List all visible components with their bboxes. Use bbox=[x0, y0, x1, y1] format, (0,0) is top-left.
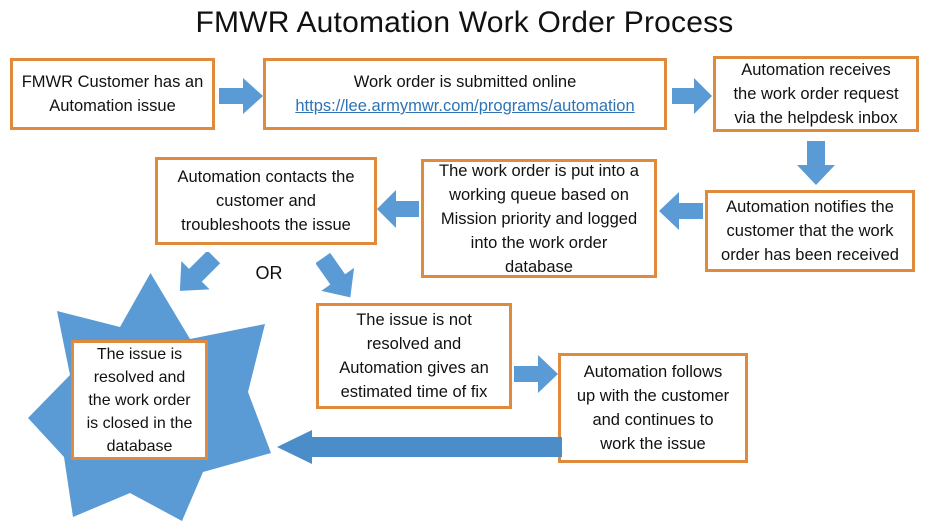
node-customer-issue: FMWR Customer has an Automation issue bbox=[10, 58, 215, 130]
node-customer-issue-line2: Automation issue bbox=[49, 97, 176, 115]
arrow-down-right-icon-contacts-to-notresolved bbox=[316, 252, 362, 300]
node-issue-not-resolved: The issue is not resolved and Automation… bbox=[316, 303, 512, 409]
node-helpdesk-inbox-line2: the work order request bbox=[733, 85, 899, 103]
arrow-down-icon-helpdesk-to-notify bbox=[797, 141, 835, 185]
arrow-left-icon-queue-to-contacts bbox=[377, 190, 419, 228]
node-notify-customer-line2: customer that the work bbox=[726, 222, 894, 240]
node-contacts-customer: Automation contacts the customer and tro… bbox=[155, 157, 377, 245]
node-issue-resolved-line1: The issue is bbox=[96, 345, 183, 363]
node-issue-resolved-line2: resolved and bbox=[93, 368, 186, 386]
node-notify-customer-line3: order has been received bbox=[721, 246, 899, 264]
page-title: FMWR Automation Work Order Process bbox=[195, 6, 734, 39]
arrow-right-icon-notresolved-to-followsup bbox=[514, 355, 558, 393]
node-follows-up-line3: and continues to bbox=[592, 411, 714, 429]
node-working-queue-line3: Mission priority and logged bbox=[440, 209, 638, 228]
node-follows-up-line4: work the issue bbox=[600, 435, 706, 453]
node-helpdesk-inbox-line3: via the helpdesk inbox bbox=[734, 109, 898, 127]
arrow-down-left-icon-contacts-to-resolved bbox=[176, 252, 222, 300]
node-notify-customer-line1: Automation notifies the bbox=[726, 198, 894, 216]
arrow-left-icon-notify-to-queue bbox=[659, 192, 703, 230]
node-issue-not-resolved-line4: estimated time of fix bbox=[340, 383, 488, 401]
node-working-queue-line2: working queue based on bbox=[449, 185, 629, 204]
node-follows-up: Automation follows up with the customer … bbox=[558, 353, 748, 463]
node-issue-resolved-line5: database bbox=[106, 437, 173, 455]
node-working-queue-line5: database bbox=[505, 257, 573, 276]
node-follows-up-line1: Automation follows bbox=[583, 363, 723, 381]
arrow-right-icon-customer-to-submit bbox=[219, 78, 263, 114]
node-working-queue-line4: into the work order bbox=[470, 233, 608, 252]
node-issue-resolved-line3: the work order bbox=[88, 391, 191, 409]
arrow-right-icon-submit-to-helpdesk bbox=[672, 78, 712, 114]
node-working-queue: The work order is put into a working que… bbox=[421, 159, 657, 278]
node-customer-issue-line1: FMWR Customer has an bbox=[21, 73, 204, 91]
node-notify-customer: Automation notifies the customer that th… bbox=[705, 190, 915, 272]
node-submit-online: Work order is submitted online https://l… bbox=[263, 58, 667, 130]
node-issue-resolved-line4: is closed in the bbox=[86, 414, 193, 432]
node-follows-up-line2: up with the customer bbox=[576, 387, 730, 405]
arrow-left-long-icon-followsup-to-resolved bbox=[277, 430, 562, 464]
node-issue-not-resolved-line1: The issue is not bbox=[356, 311, 472, 329]
node-issue-not-resolved-line2: resolved and bbox=[366, 335, 462, 353]
node-submit-online-line1: Work order is submitted online bbox=[353, 73, 577, 91]
node-contacts-customer-line2: customer and bbox=[216, 192, 316, 210]
node-working-queue-line1: The work order is put into a bbox=[439, 161, 639, 180]
node-issue-not-resolved-line3: Automation gives an bbox=[339, 359, 489, 377]
node-contacts-customer-line1: Automation contacts the bbox=[177, 168, 355, 186]
node-helpdesk-inbox-line1: Automation receives bbox=[741, 61, 891, 79]
node-contacts-customer-line3: troubleshoots the issue bbox=[181, 216, 351, 234]
node-issue-resolved: The issue is resolved and the work order… bbox=[71, 340, 208, 460]
work-order-url-link[interactable]: https://lee.armymwr.com/programs/automat… bbox=[295, 97, 635, 115]
node-helpdesk-inbox: Automation receives the work order reque… bbox=[713, 56, 919, 132]
or-label: OR bbox=[255, 263, 283, 283]
